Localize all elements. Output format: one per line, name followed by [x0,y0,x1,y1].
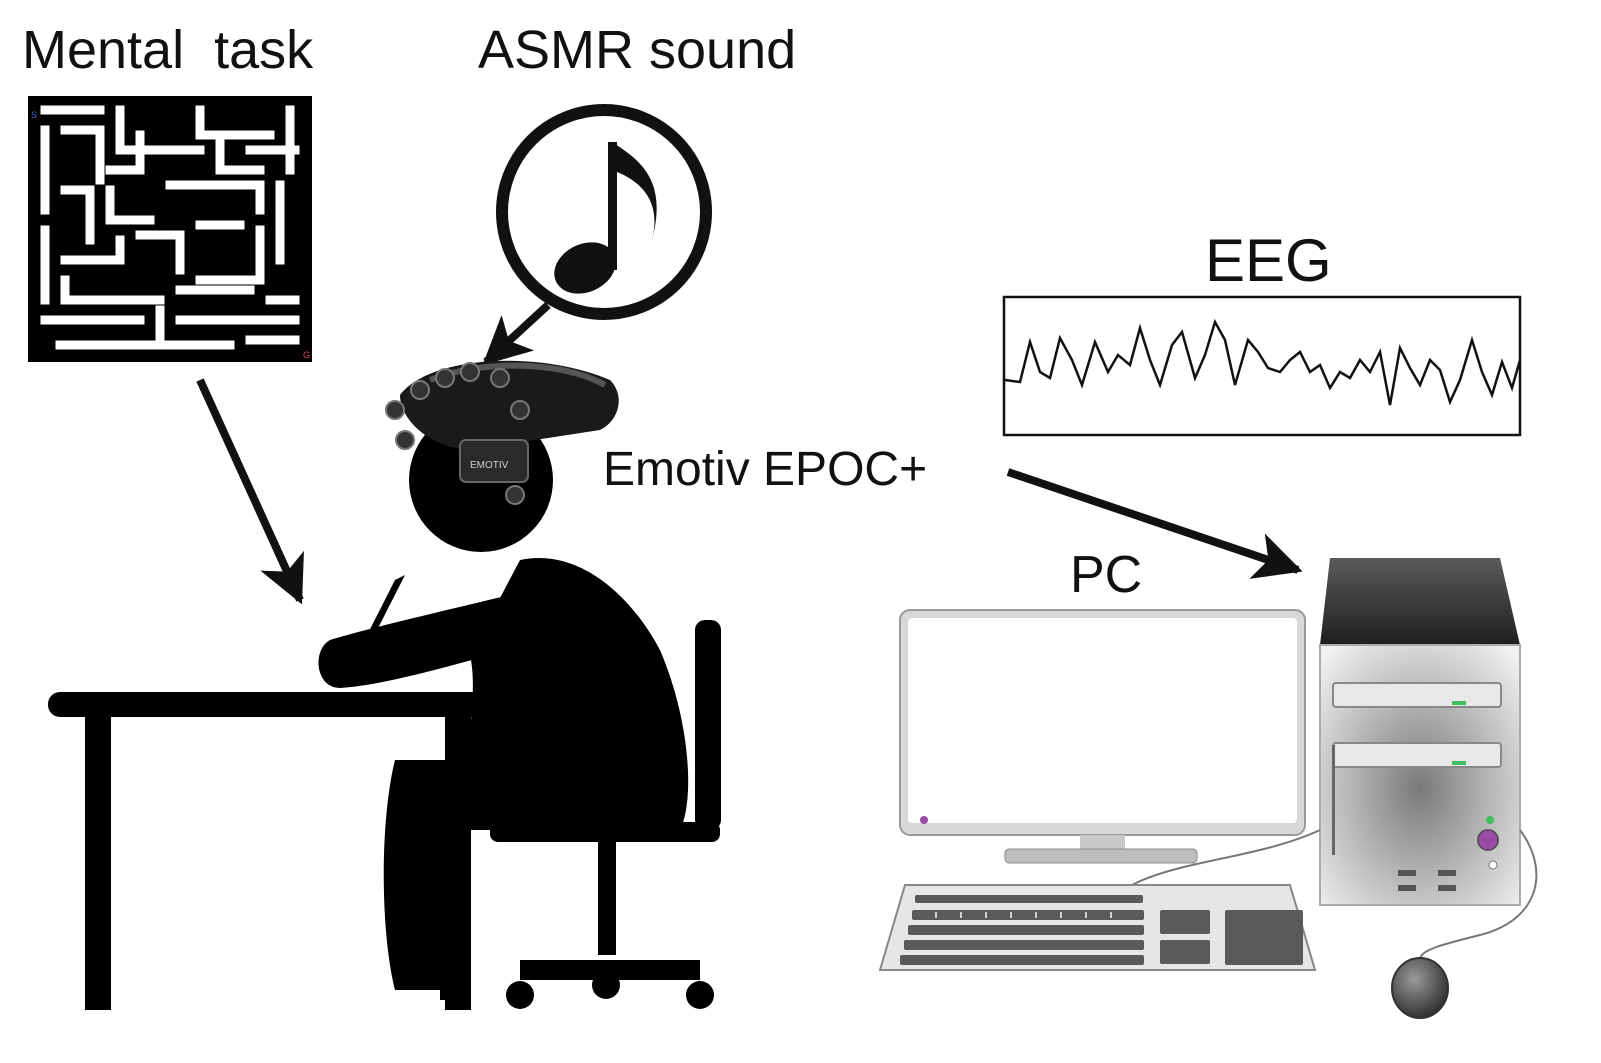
desktop-computer-icon [878,558,1538,1019]
pc-label: PC [1070,546,1142,604]
task-arrow [196,378,304,605]
chair [490,620,721,1009]
svg-text:S: S [31,110,37,120]
device-label: Emotiv EPOC+ [603,443,927,496]
music-note-icon [496,104,712,320]
asmr-sound-label: ASMR sound [478,20,796,80]
svg-text:EMOTIV: EMOTIV [470,460,509,471]
eeg-signal-box [1002,295,1522,437]
mental-task-label: Mental task [22,20,314,80]
asmr-arrow [482,302,551,366]
eeg-label: EEG [1205,227,1332,294]
eeg-headset-icon: EMOTIV [385,360,619,505]
signal-arrow [1006,468,1303,579]
svg-text:G: G [303,350,310,360]
maze-icon: S G [28,96,312,362]
